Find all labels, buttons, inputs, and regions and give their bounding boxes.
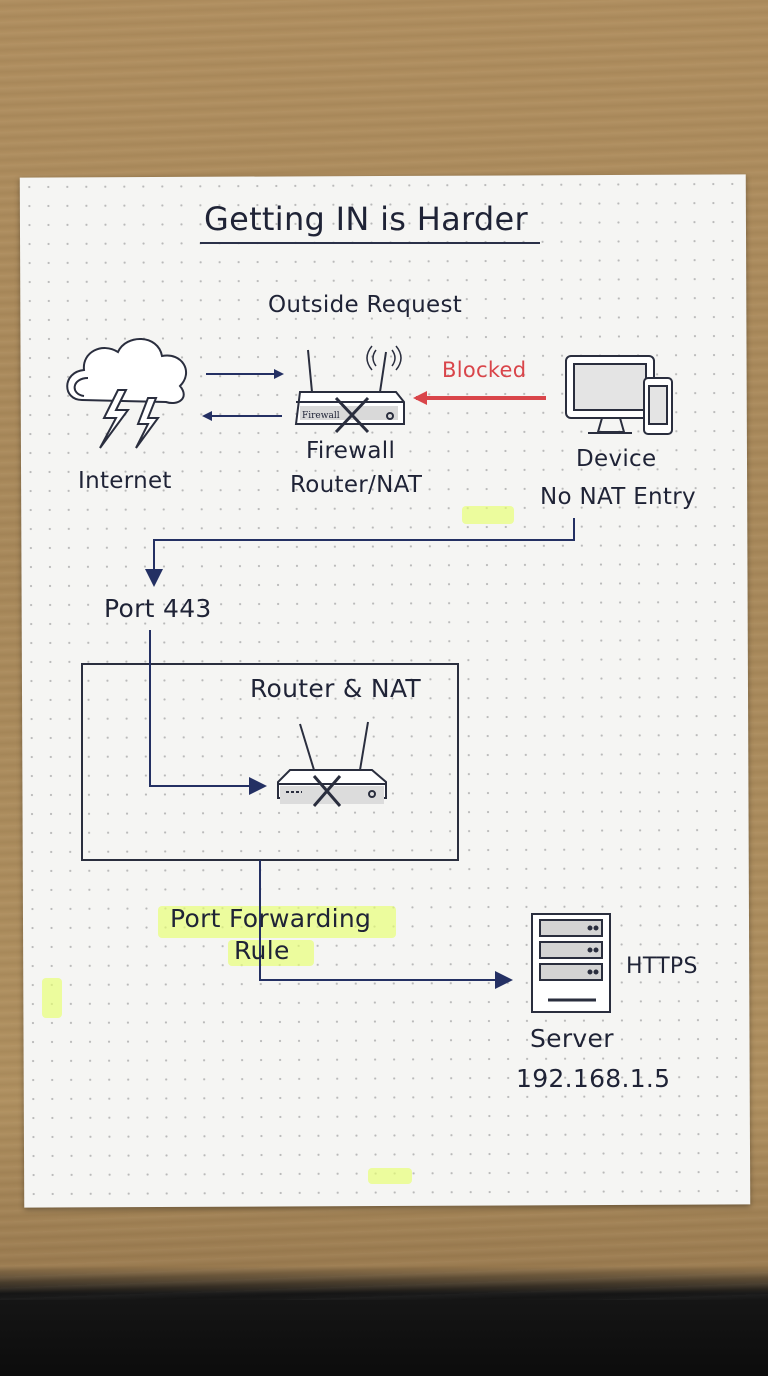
highlight-mark xyxy=(368,1168,412,1184)
path-port-to-router xyxy=(149,630,267,795)
path-router-to-server xyxy=(259,860,513,989)
server-icon xyxy=(531,913,611,1013)
highlight-mark xyxy=(462,506,514,524)
cloud-lightning-icon xyxy=(66,338,187,449)
firewall-device-text: Firewall xyxy=(302,411,340,421)
router-and-nat-label: Router & NAT xyxy=(250,674,421,703)
no-nat-entry-label: No NAT Entry xyxy=(540,484,696,510)
https-label: HTTPS xyxy=(626,954,698,979)
server-ip-label: 192.168.1.5 xyxy=(516,1064,671,1093)
port-443-label: Port 443 xyxy=(104,594,212,623)
page-title: Getting IN is Harder xyxy=(204,200,528,238)
server-label: Server xyxy=(530,1024,614,1053)
port-forwarding-label: Port Forwarding xyxy=(170,904,372,933)
rule-label: Rule xyxy=(234,936,290,965)
phone-icon xyxy=(643,377,673,435)
outside-request-label: Outside Request xyxy=(268,292,463,318)
internet-label: Internet xyxy=(78,468,172,494)
path-device-to-port xyxy=(145,518,575,587)
router-nat-label: Router/NAT xyxy=(290,472,423,498)
highlight-mark xyxy=(42,978,62,1018)
blocked-label: Blocked xyxy=(442,358,527,382)
router-firewall-icon xyxy=(294,345,405,434)
highlight-rule xyxy=(228,940,314,966)
title-underline xyxy=(200,242,540,244)
router-nat-box xyxy=(81,663,459,861)
firewall-label: Firewall xyxy=(306,438,396,464)
router-icon xyxy=(277,721,387,807)
monitor-icon xyxy=(565,355,655,434)
device-label: Device xyxy=(576,446,657,472)
highlight-port-forwarding xyxy=(158,906,396,938)
